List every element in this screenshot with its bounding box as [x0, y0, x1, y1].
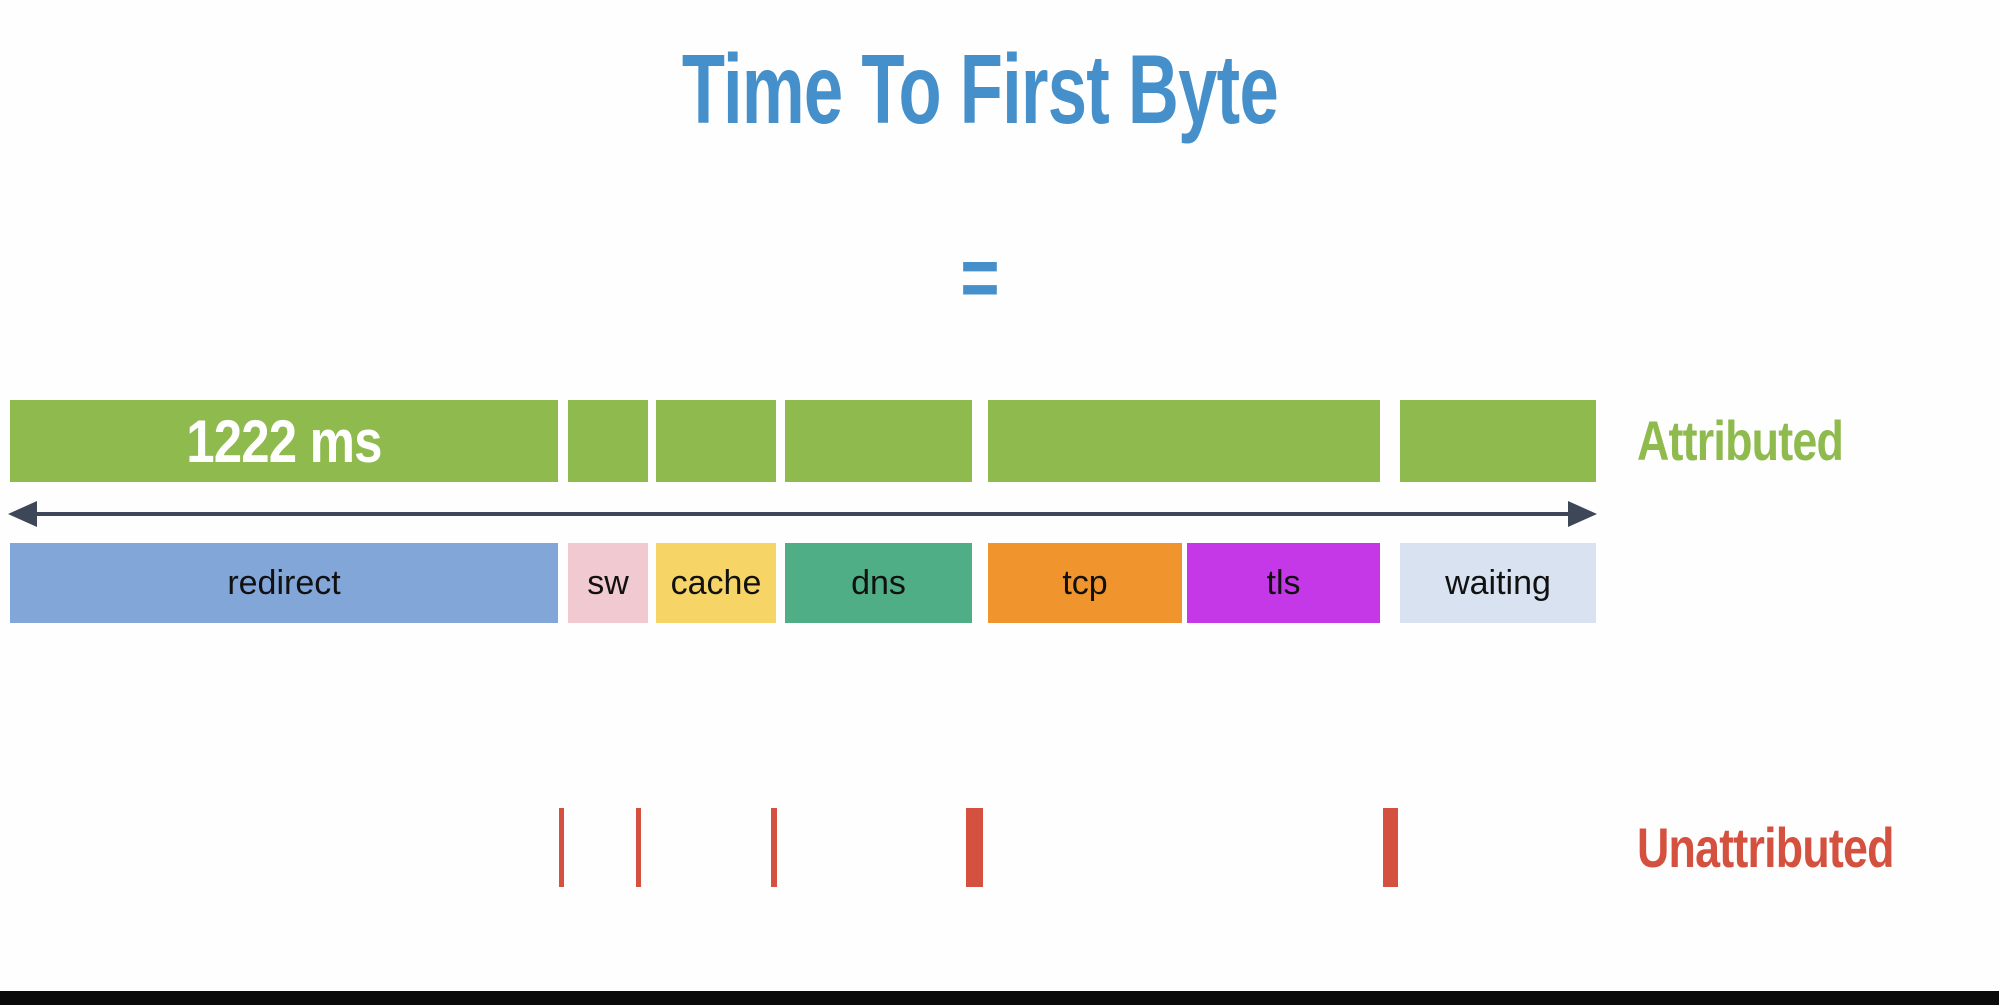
phase-label-sw: sw — [587, 563, 629, 602]
arrow-shaft — [37, 511, 1568, 516]
attributed-segment-cache — [656, 400, 776, 482]
attributed-segment-redirect: 1222 ms — [10, 400, 558, 482]
phase-segment-redirect: redirect — [10, 543, 558, 623]
arrow-right-head-icon — [1568, 500, 1597, 527]
phase-segment-sw: sw — [568, 543, 648, 623]
total-span-arrow — [8, 500, 1597, 527]
equals-sign: = — [0, 230, 1959, 326]
attributed-segment-waiting — [1400, 400, 1596, 482]
phase-segment-tcp: tcp — [988, 543, 1182, 623]
attributed-legend: Attributed — [1637, 409, 1844, 472]
video-letterbox-bar — [0, 991, 1999, 1005]
unattributed-tick-2 — [636, 808, 641, 887]
arrow-left-head-icon — [8, 500, 37, 527]
unattributed-tick-3 — [771, 808, 777, 887]
attributed-segment-sw — [568, 400, 648, 482]
attributed-segment-dns — [785, 400, 972, 482]
equals-sign-text: = — [960, 229, 999, 326]
phase-segment-waiting: waiting — [1400, 543, 1596, 623]
unattributed-legend: Unattributed — [1637, 816, 1894, 879]
phase-label-dns: dns — [851, 563, 906, 602]
phases-bar: redirect sw cache dns tcp tls waiting — [0, 543, 1650, 623]
phase-label-tcp: tcp — [1062, 563, 1108, 602]
phase-segment-cache: cache — [656, 543, 776, 623]
attributed-segment-tcp-tls — [988, 400, 1380, 482]
phase-label-waiting: waiting — [1445, 563, 1551, 602]
phase-label-redirect: redirect — [227, 563, 341, 602]
phase-label-tls: tls — [1266, 563, 1301, 602]
phase-segment-tls: tls — [1187, 543, 1380, 623]
unattributed-tick-1 — [559, 808, 564, 887]
unattributed-ticks — [0, 808, 1650, 887]
phase-label-cache: cache — [670, 563, 762, 602]
page-title: Time To First Byte — [0, 28, 1959, 150]
unattributed-tick-5 — [1383, 808, 1398, 887]
unattributed-tick-4 — [966, 808, 983, 887]
ttfb-total-ms: 1222 ms — [186, 407, 382, 475]
page-title-text: Time To First Byte — [681, 33, 1278, 144]
attributed-bar: 1222 ms — [0, 400, 1650, 482]
phase-segment-dns: dns — [785, 543, 972, 623]
